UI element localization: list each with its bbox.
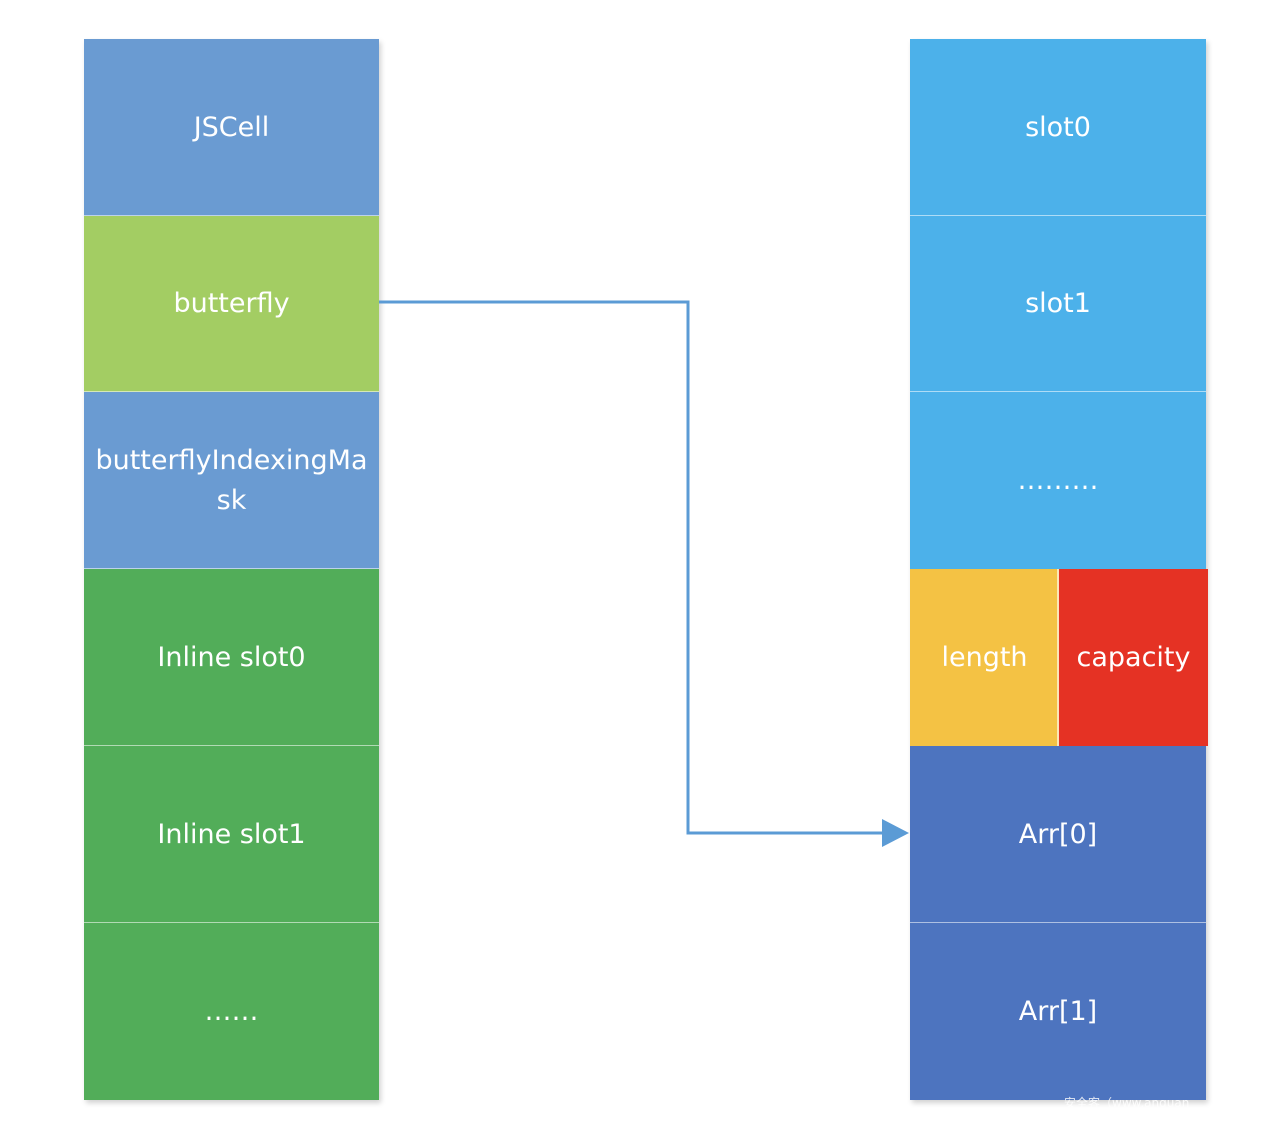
jscell-label: JSCell xyxy=(193,111,270,143)
jsobject-stack: JSCell butterfly butterflyIndexingMask I… xyxy=(84,39,379,1100)
inline-slot1-cell: Inline slot1 xyxy=(84,746,379,923)
arr0-label: Arr[0] xyxy=(1018,818,1098,850)
inline-ellipsis-label: …… xyxy=(204,995,259,1027)
slot0-label: slot0 xyxy=(1025,111,1091,143)
butterfly-label: butterfly xyxy=(173,288,290,320)
inline-slot0-cell: Inline slot0 xyxy=(84,569,379,746)
slot-ellipsis-label: ……… xyxy=(1017,464,1099,496)
arr1-cell: Arr[1] xyxy=(910,923,1206,1100)
arr1-label: Arr[1] xyxy=(1018,995,1098,1027)
butterfly-indexing-mask-cell: butterflyIndexingMask xyxy=(84,392,379,569)
capacity-label: capacity xyxy=(1076,641,1191,673)
inline-ellipsis-cell: …… xyxy=(84,923,379,1100)
butterfly-indexing-mask-label: butterflyIndexingMask xyxy=(95,445,368,516)
inline-slot0-label: Inline slot0 xyxy=(157,641,306,673)
pointer-line xyxy=(379,300,884,835)
slot0-cell: slot0 xyxy=(910,39,1206,216)
slot1-cell: slot1 xyxy=(910,216,1206,392)
inline-slot1-label: Inline slot1 xyxy=(157,818,306,850)
capacity-cell: capacity xyxy=(1059,569,1208,746)
arr0-cell: Arr[0] xyxy=(910,746,1206,923)
butterfly-stack: slot0 slot1 ……… length capacity Arr[0] A… xyxy=(910,39,1208,1100)
watermark: 安全客（www.anquan xyxy=(1064,1096,1190,1110)
arrowhead-icon xyxy=(882,819,909,847)
length-label: length xyxy=(941,641,1028,673)
slot1-label: slot1 xyxy=(1025,288,1091,320)
length-cell: length xyxy=(910,569,1059,746)
jscell-cell: JSCell xyxy=(84,39,379,216)
slot-ellipsis-cell: ……… xyxy=(910,392,1206,569)
butterfly-cell: butterfly xyxy=(84,216,379,392)
